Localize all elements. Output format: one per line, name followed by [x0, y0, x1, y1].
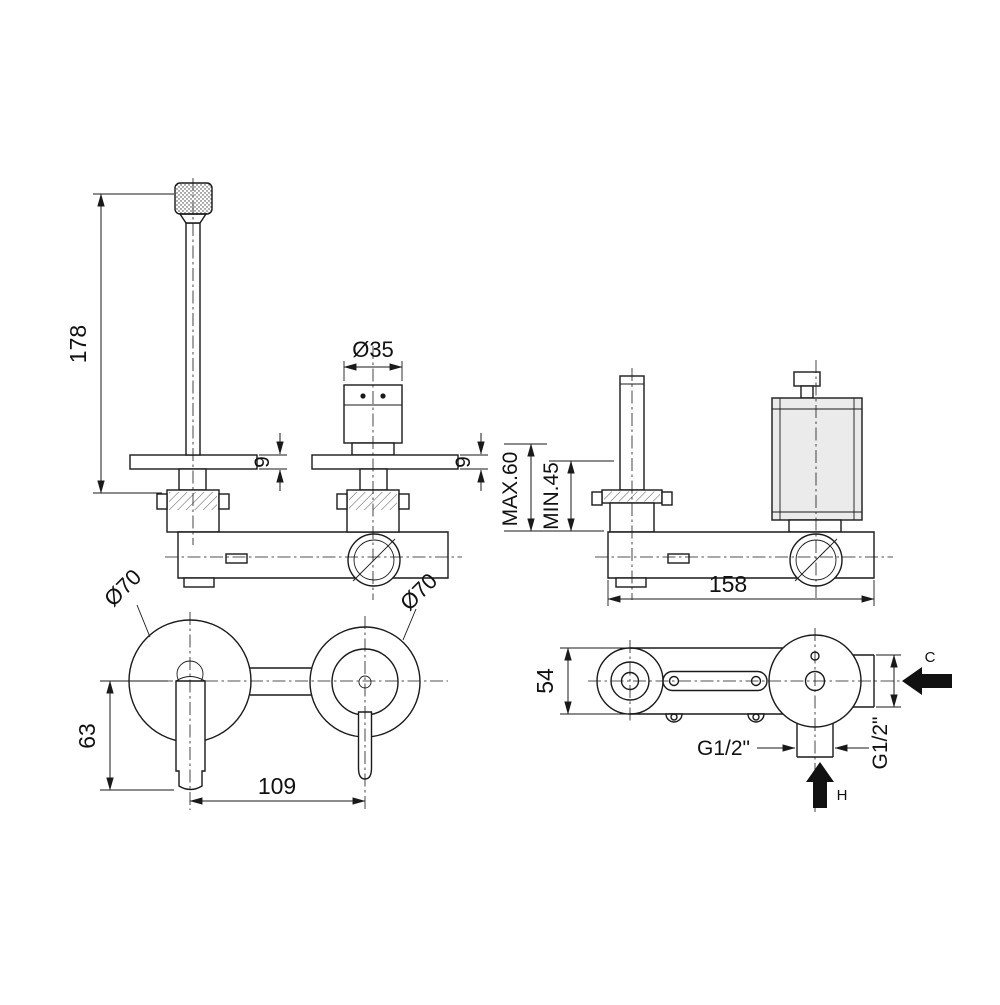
spout-neck	[178, 468, 207, 491]
dim-body-length: 158	[607, 571, 875, 606]
dim-label-178: 178	[65, 325, 91, 363]
rough-flange-hatch	[604, 491, 660, 502]
dim-label-d35: Ø35	[352, 337, 394, 362]
spout-front	[175, 680, 206, 791]
handle-bolt-right	[398, 493, 410, 510]
spout-bolt-right	[218, 493, 230, 510]
rough-body-foot	[615, 577, 647, 588]
handle-hole-left	[360, 393, 366, 399]
body-foot	[183, 577, 215, 588]
dim-label-d70-left: Ø70	[99, 564, 146, 611]
right-escutcheon-side	[311, 454, 459, 470]
dim-depth-range: MAX.60 MIN.45	[499, 443, 614, 532]
hot-inlet-marker: H	[806, 762, 847, 808]
dim-left-plate-thickness: 9	[251, 433, 287, 491]
view-faucet-side: 178 Ø35 9 9	[65, 178, 488, 600]
dim-body-height: 54	[532, 647, 626, 715]
rough-bolt-right	[661, 491, 673, 506]
cold-arrow-icon	[902, 667, 952, 695]
rough-valve-slot	[794, 538, 838, 582]
cartridge-base	[788, 519, 842, 533]
dim-handle-diameter: Ø35	[343, 337, 403, 381]
dim-label-63: 63	[74, 723, 100, 749]
dim-label-54: 54	[532, 668, 558, 694]
rough-body-slot	[667, 553, 690, 564]
handle-hole-right	[380, 393, 386, 399]
cartridge-cover	[771, 397, 863, 521]
cartridge-neck	[800, 385, 814, 399]
spout-bolt-left	[156, 493, 168, 510]
dim-label-g12-bottom: G1/2"	[697, 737, 750, 760]
cold-inlet-marker: C	[902, 649, 952, 695]
cold-label: C	[925, 649, 936, 666]
dim-left-rosette-diameter: Ø70	[99, 564, 151, 638]
dim-label-g12-side: G1/2"	[869, 717, 892, 770]
handle-neck	[359, 468, 388, 491]
dim-label-max60: MAX.60	[499, 452, 522, 527]
ear-hole-right	[752, 713, 760, 721]
handle-base-front	[331, 648, 399, 716]
hot-arrow-icon	[806, 762, 834, 808]
dim-label-9-left: 9	[251, 456, 274, 468]
mounting-ear-left	[665, 713, 683, 723]
dim-label-109: 109	[258, 773, 296, 799]
valve-cap-slot	[352, 538, 396, 582]
body-bar	[177, 531, 449, 579]
dim-side-thread: G1/2"	[869, 654, 901, 770]
handle-bolt-left	[336, 493, 348, 510]
mounting-ear-right	[747, 713, 765, 723]
hot-label: H	[837, 787, 848, 804]
dim-label-min45: MIN.45	[540, 462, 563, 530]
body-slot	[225, 553, 248, 564]
dim-right-rosette-diameter: Ø70	[395, 568, 442, 641]
dim-spout-drop: 63	[74, 680, 174, 791]
spout-root-arc	[175, 676, 206, 682]
dim-spout-height: 178	[65, 193, 174, 494]
view-rough-in-front: 54 G1/2" G1/2" C H	[532, 628, 952, 812]
dim-label-9-right: 9	[452, 456, 475, 468]
left-escutcheon-side	[129, 454, 258, 470]
dim-right-plate-thickness: 9	[452, 433, 488, 491]
view-faucet-front: Ø70 Ø70 63 109	[74, 564, 448, 810]
view-rough-in-side: MAX.60 MIN.45 158	[499, 360, 893, 606]
valve-cap-inner	[353, 539, 395, 581]
ear-hole-left	[670, 713, 678, 721]
dim-label-158: 158	[709, 571, 747, 597]
handle-valve-hatch	[349, 492, 397, 510]
aerator-head	[174, 182, 213, 215]
dim-bottom-thread: G1/2"	[697, 737, 869, 760]
rough-bolt-left	[591, 491, 603, 506]
dim-center-distance: 109	[189, 773, 366, 805]
